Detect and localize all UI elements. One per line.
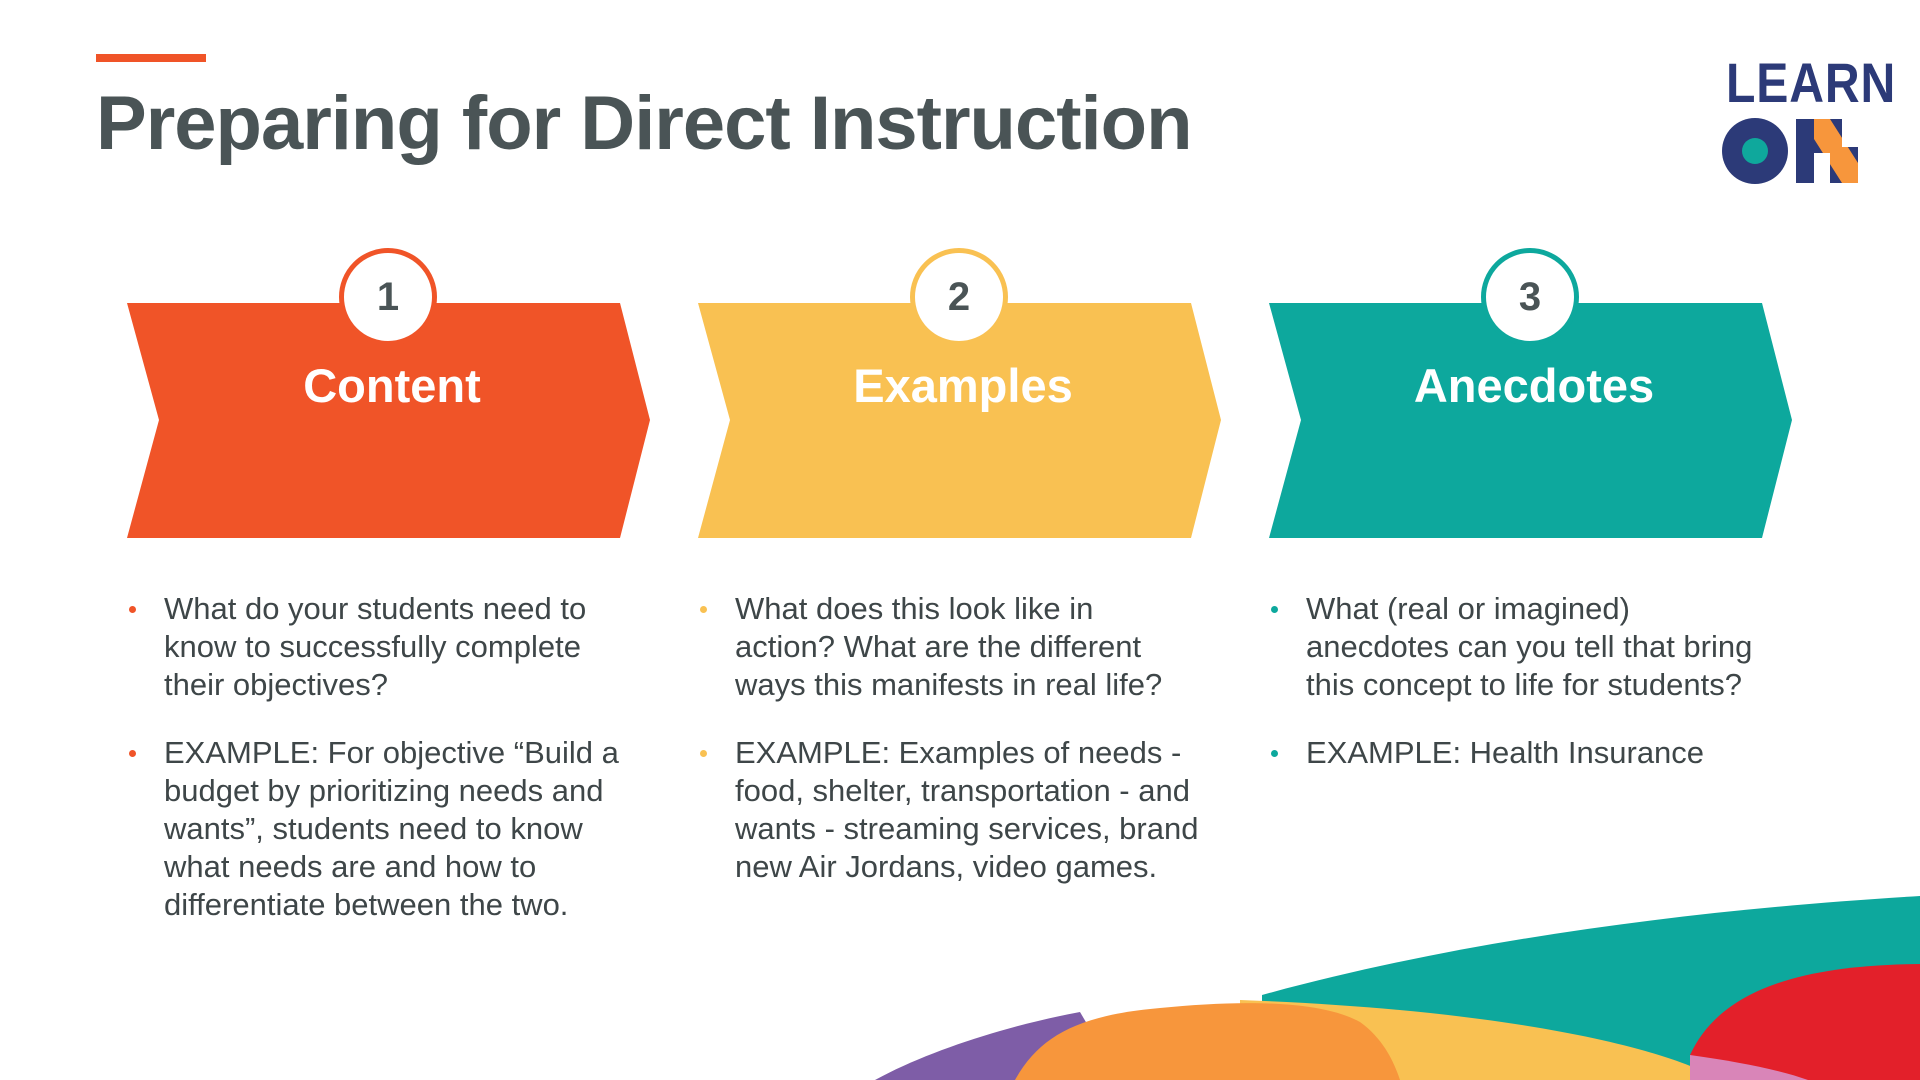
learn-on-logo: LEARN ON: [1718, 55, 1895, 190]
list-item: EXAMPLE: Examples of needs - food, shelt…: [699, 734, 1199, 886]
step-chevron-anecdotes: [1269, 303, 1792, 538]
bullet-text: What does this look like in action? What…: [735, 591, 1163, 702]
step-number-badge: 1: [339, 248, 437, 346]
examples-bullet-list: What does this look like in action? What…: [699, 590, 1199, 916]
wave-red: [1690, 964, 1920, 1080]
step-chevron-examples: [698, 303, 1221, 538]
bullet-icon: [1271, 750, 1278, 757]
step-label: Anecdotes: [1413, 359, 1655, 412]
step-number-badge: 2: [910, 248, 1008, 346]
step-examples: 2 Examples: [698, 248, 1228, 538]
step-number: 3: [1518, 275, 1542, 319]
wave-pink: [1690, 1055, 1808, 1080]
list-item: EXAMPLE: For objective “Build a budget b…: [128, 734, 628, 924]
bullet-text: EXAMPLE: Health Insurance: [1306, 735, 1705, 770]
list-item: What do your students need to know to su…: [128, 590, 628, 704]
bullet-text: EXAMPLE: For objective “Build a budget b…: [164, 735, 619, 922]
slide-title: Preparing for Direct Instruction: [96, 81, 1192, 166]
bullet-icon: [700, 606, 707, 613]
list-item: What (real or imagined) anecdotes can yo…: [1270, 590, 1770, 704]
bullet-icon: [700, 750, 707, 757]
content-bullet-list: What do your students need to know to su…: [128, 590, 628, 954]
step-number-badge: 3: [1481, 248, 1579, 346]
anecdotes-bullet-list: What (real or imagined) anecdotes can yo…: [1270, 590, 1770, 802]
list-item: What does this look like in action? What…: [699, 590, 1199, 704]
wave-orange: [1015, 1003, 1400, 1080]
step-number: 2: [947, 275, 971, 319]
step-label: Content: [303, 359, 481, 412]
bullet-icon: [129, 750, 136, 757]
step-anecdotes: 3 Anecdotes: [1269, 248, 1799, 538]
logo-word-learn: LEARN: [1726, 51, 1897, 114]
title-accent-bar: [96, 54, 206, 62]
bullet-text: EXAMPLE: Examples of needs - food, shelt…: [735, 735, 1199, 884]
wave-purple: [875, 1012, 1120, 1080]
step-number: 1: [376, 275, 400, 319]
logo-on-mark: ON: [1722, 118, 1858, 184]
step-content: 1 Content: [127, 248, 657, 538]
list-item: EXAMPLE: Health Insurance: [1270, 734, 1770, 772]
step-label: Examples: [853, 359, 1073, 412]
bullet-text: What do your students need to know to su…: [164, 591, 587, 702]
wave-yellow: [1240, 1000, 1720, 1080]
wave-teal: [1262, 896, 1920, 1080]
bullet-text: What (real or imagined) anecdotes can yo…: [1306, 591, 1753, 702]
bullet-icon: [129, 606, 136, 613]
bullet-icon: [1271, 606, 1278, 613]
step-chevron-content: [127, 303, 650, 538]
